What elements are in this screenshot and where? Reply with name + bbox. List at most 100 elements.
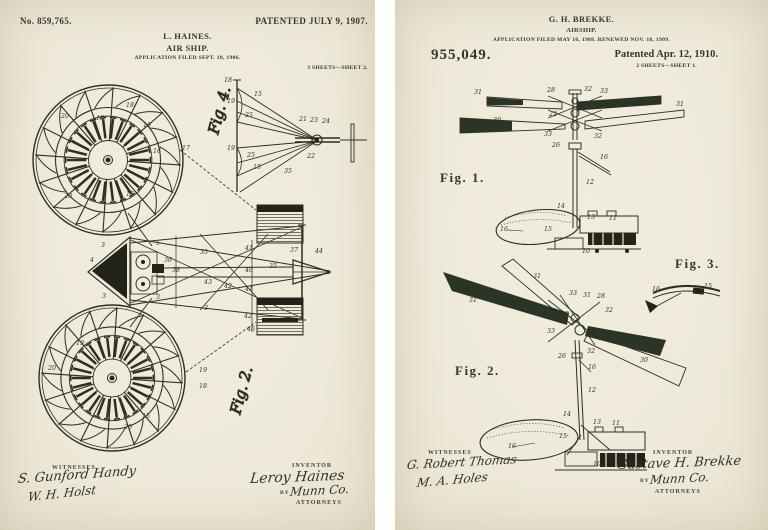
- svg-text:14: 14: [557, 203, 565, 210]
- svg-text:33: 33: [569, 290, 577, 297]
- svg-text:3: 3: [204, 305, 208, 312]
- svg-text:15: 15: [704, 283, 712, 290]
- svg-text:16: 16: [500, 226, 508, 233]
- svg-text:26: 26: [557, 353, 566, 360]
- svg-text:23: 23: [309, 117, 318, 124]
- svg-text:24: 24: [321, 118, 330, 125]
- svg-text:12: 12: [588, 387, 596, 394]
- svg-text:15: 15: [254, 91, 262, 98]
- svg-text:26: 26: [551, 142, 560, 149]
- svg-text:25: 25: [246, 152, 255, 159]
- svg-text:10: 10: [582, 248, 590, 255]
- svg-text:18: 18: [199, 383, 207, 390]
- svg-text:28: 28: [596, 293, 605, 300]
- svg-text:20: 20: [60, 113, 69, 120]
- svg-text:31: 31: [676, 101, 684, 108]
- svg-text:15: 15: [559, 433, 567, 440]
- airship-drawing-haines: Fig. 4. Fig. 2. 20 19 18 19 16 17 15 20 18 19 15 25…: [0, 0, 375, 530]
- svg-text:16: 16: [600, 154, 608, 161]
- svg-text:32: 32: [584, 86, 592, 93]
- svg-text:31: 31: [533, 273, 541, 280]
- guide-line: [186, 322, 256, 372]
- patent-page-haines: No. 859,765. PATENTED JULY 9, 1907. L. H…: [0, 0, 375, 530]
- svg-text:43: 43: [203, 279, 212, 286]
- svg-text:35: 35: [284, 168, 292, 175]
- svg-text:13: 13: [587, 214, 595, 221]
- condenser-box-lower: [257, 298, 303, 335]
- attorneys-label: ATTORNEYS: [655, 489, 701, 495]
- svg-text:19: 19: [227, 98, 235, 105]
- svg-text:5: 5: [156, 240, 160, 247]
- svg-text:33: 33: [600, 88, 608, 95]
- propeller-wheel-top: [33, 85, 183, 235]
- svg-text:32: 32: [587, 348, 595, 355]
- svg-text:16: 16: [153, 148, 161, 155]
- svg-text:19: 19: [96, 115, 104, 122]
- guide-line: [180, 150, 256, 210]
- svg-text:20: 20: [47, 365, 56, 372]
- svg-text:16: 16: [588, 364, 596, 371]
- propeller-wheel-bottom: [39, 305, 185, 451]
- svg-text:33: 33: [547, 328, 555, 335]
- svg-text:3: 3: [102, 293, 106, 300]
- svg-text:37: 37: [290, 247, 298, 254]
- svg-text:19: 19: [76, 340, 84, 347]
- svg-text:11: 11: [609, 215, 617, 222]
- svg-text:11: 11: [612, 420, 620, 427]
- fig2-rotor-blades: [443, 259, 686, 386]
- svg-text:40: 40: [244, 267, 253, 274]
- svg-text:38: 38: [172, 267, 180, 274]
- svg-text:32: 32: [605, 307, 613, 314]
- svg-text:18: 18: [126, 102, 134, 109]
- svg-text:33: 33: [544, 131, 552, 138]
- svg-text:12: 12: [586, 179, 594, 186]
- svg-text:10: 10: [593, 461, 601, 468]
- gear-cluster: [131, 252, 164, 294]
- svg-text:35: 35: [200, 249, 208, 256]
- svg-text:15: 15: [142, 413, 150, 420]
- svg-text:15: 15: [126, 191, 134, 198]
- by-label: BY: [280, 490, 290, 496]
- svg-text:44: 44: [314, 248, 323, 255]
- svg-text:15: 15: [253, 164, 261, 171]
- svg-text:22: 22: [548, 111, 557, 118]
- svg-text:18: 18: [224, 77, 232, 84]
- svg-text:15: 15: [544, 226, 552, 233]
- svg-text:19: 19: [143, 122, 151, 129]
- svg-text:41: 41: [244, 286, 253, 293]
- page-divider: [375, 0, 395, 530]
- svg-text:4: 4: [89, 257, 94, 264]
- svg-text:36: 36: [164, 257, 172, 264]
- fig2-label: Fig. 2.: [226, 364, 256, 417]
- svg-text:21: 21: [298, 116, 307, 123]
- svg-text:13: 13: [593, 419, 601, 426]
- svg-text:25: 25: [244, 112, 253, 119]
- reference-numerals: 3128323331302233322616121413111615101615…: [469, 86, 712, 468]
- svg-text:3: 3: [101, 242, 105, 249]
- svg-text:3: 3: [156, 294, 160, 301]
- svg-text:22: 22: [560, 311, 569, 318]
- svg-text:42: 42: [223, 283, 232, 290]
- patent-page-brekke: G. H. BREKKE. AIRSHIP. APPLICATION FILED…: [395, 0, 768, 530]
- svg-text:20: 20: [63, 193, 72, 200]
- svg-text:41: 41: [244, 245, 253, 252]
- svg-text:16: 16: [652, 286, 660, 293]
- svg-text:14: 14: [563, 411, 571, 418]
- svg-text:35: 35: [269, 263, 277, 270]
- svg-text:28: 28: [546, 87, 555, 94]
- svg-text:16: 16: [508, 443, 516, 450]
- svg-text:30: 30: [493, 117, 501, 124]
- fig4-label: Fig. 4.: [204, 84, 234, 137]
- by-label: BY: [640, 478, 650, 484]
- svg-text:46: 46: [246, 326, 255, 333]
- svg-text:17: 17: [182, 145, 190, 152]
- condenser-box-upper: [257, 205, 303, 243]
- svg-text:42: 42: [243, 313, 252, 320]
- svg-text:31: 31: [474, 89, 482, 96]
- svg-text:31: 31: [583, 292, 591, 299]
- svg-text:30: 30: [640, 357, 648, 364]
- svg-text:22: 22: [306, 153, 315, 160]
- svg-text:32: 32: [594, 133, 602, 140]
- svg-text:19: 19: [227, 145, 235, 152]
